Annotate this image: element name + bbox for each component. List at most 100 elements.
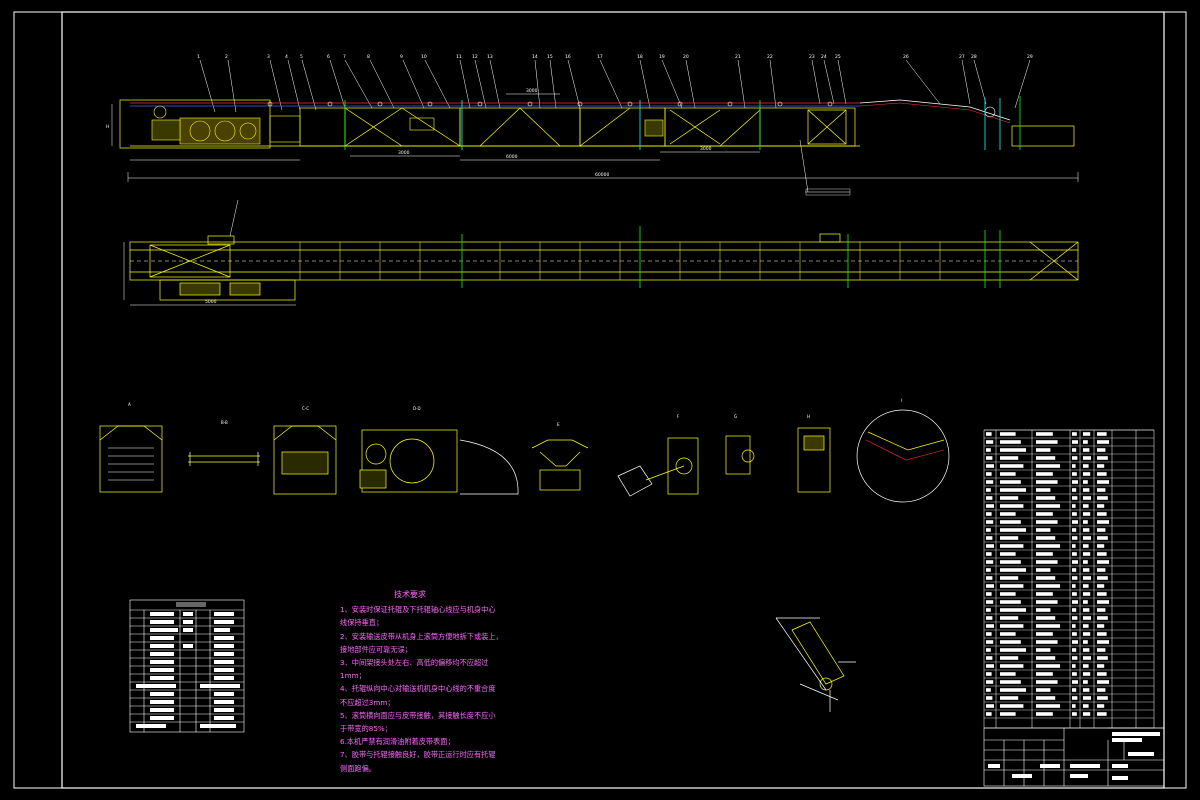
parts-cell xyxy=(986,448,991,452)
parts-cell xyxy=(1000,696,1019,700)
tech-line: 1、安装时保证托辊及下托辊轴心线应与机身中心 xyxy=(340,605,496,615)
parts-cell xyxy=(1083,456,1091,460)
parts-cell xyxy=(1036,496,1056,500)
parts-cell xyxy=(1072,504,1076,508)
parts-cell xyxy=(1000,672,1016,676)
parts-cell xyxy=(1072,672,1077,676)
parts-cell xyxy=(1097,616,1108,620)
parts-cell xyxy=(1083,608,1090,612)
parts-cell xyxy=(1072,648,1077,652)
parts-cell xyxy=(1072,616,1078,620)
parts-cell xyxy=(1036,648,1051,652)
parts-cell xyxy=(1072,608,1077,612)
parts-cell xyxy=(1097,496,1108,500)
svg-text:26: 26 xyxy=(903,54,909,60)
parts-cell xyxy=(1036,632,1053,636)
parts-cell xyxy=(986,712,992,716)
parts-cell xyxy=(1000,584,1024,588)
svg-text:28: 28 xyxy=(971,54,977,60)
parts-cell xyxy=(1083,704,1089,708)
parts-cell xyxy=(986,496,993,500)
parts-cell xyxy=(1083,696,1091,700)
parts-cell xyxy=(1036,624,1060,628)
parts-cell xyxy=(1072,456,1078,460)
parts-cell xyxy=(1083,616,1091,620)
parts-cell xyxy=(1036,504,1060,508)
parts-cell xyxy=(986,528,991,532)
technical-requirements: 技术要求 1、安装时保证托辊及下托辊轴心线应与机身中心 线保持垂直； 2、安装输… xyxy=(340,588,500,775)
parts-cell xyxy=(1097,648,1106,652)
parts-cell xyxy=(1083,504,1089,508)
parts-cell xyxy=(1000,648,1026,652)
parts-cell xyxy=(1000,432,1016,436)
parts-cell xyxy=(1036,592,1053,596)
parts-cell xyxy=(1097,448,1106,452)
parts-cell xyxy=(1000,560,1021,564)
section-views xyxy=(99,409,950,503)
parts-cell xyxy=(1000,552,1016,556)
parts-cell xyxy=(1083,648,1090,652)
svg-text:9: 9 xyxy=(400,54,403,60)
parts-cell xyxy=(1000,632,1016,636)
parts-cell xyxy=(1036,568,1051,572)
parts-cell xyxy=(1000,656,1019,660)
parts-cell xyxy=(1083,688,1090,692)
parts-cell xyxy=(1097,680,1109,684)
parts-cell xyxy=(1000,472,1016,476)
parts-cell xyxy=(1072,688,1077,692)
parts-cell xyxy=(986,584,994,588)
parts-cell xyxy=(1000,608,1026,612)
parts-cell xyxy=(1000,528,1026,532)
parts-cell xyxy=(1083,624,1089,628)
svg-text:C-C: C-C xyxy=(302,406,309,411)
parts-cell xyxy=(1072,632,1077,636)
parts-cell xyxy=(986,648,991,652)
parts-cell xyxy=(1083,576,1091,580)
parts-list-rows xyxy=(984,429,1154,719)
parts-cell xyxy=(1036,712,1053,716)
parts-cell xyxy=(1072,512,1077,516)
parts-cell xyxy=(1072,480,1078,484)
title-block-cells xyxy=(988,732,1160,780)
parameter-table-cells xyxy=(136,602,240,728)
parts-cell xyxy=(1072,560,1078,564)
parts-cell xyxy=(1097,656,1108,660)
parts-cell xyxy=(1072,520,1078,524)
parts-cell xyxy=(1097,440,1109,444)
svg-text:H: H xyxy=(106,124,109,130)
parts-cell xyxy=(1036,616,1056,620)
parts-cell xyxy=(1036,448,1051,452)
parts-cell xyxy=(1000,664,1024,668)
parts-cell xyxy=(986,480,994,484)
svg-text:27: 27 xyxy=(959,54,965,60)
parts-cell xyxy=(1083,592,1091,596)
tech-line: 6.本机严禁有润滑油附着皮带表面； xyxy=(340,737,455,747)
parts-cell xyxy=(1083,664,1089,668)
parts-cell xyxy=(1036,536,1056,540)
parts-cell xyxy=(1072,552,1077,556)
parts-cell xyxy=(1000,488,1026,492)
parts-cell xyxy=(1000,496,1019,500)
tech-line: 5、滚筒横向面应与皮带接触，其接触长度不应小 xyxy=(340,710,496,720)
parts-cell xyxy=(1036,528,1051,532)
parts-cell xyxy=(1036,576,1056,580)
parts-cell xyxy=(1083,600,1088,604)
svg-text:14: 14 xyxy=(532,54,538,60)
parts-cell xyxy=(986,464,994,468)
parts-cell xyxy=(1083,472,1091,476)
parts-cell xyxy=(986,616,993,620)
parts-cell xyxy=(1083,528,1090,532)
parts-cell xyxy=(1000,512,1016,516)
parts-cell xyxy=(1083,656,1091,660)
parts-cell xyxy=(986,520,994,524)
plan-view: 5000 xyxy=(123,199,1079,306)
parts-cell xyxy=(1072,448,1077,452)
parts-cell xyxy=(986,536,993,540)
tech-line: 线保持垂直； xyxy=(340,618,384,628)
parts-cell xyxy=(1083,480,1088,484)
parts-cell xyxy=(1072,592,1077,596)
parts-cell xyxy=(1072,712,1077,716)
parts-cell xyxy=(1072,432,1077,436)
parts-cell xyxy=(986,552,992,556)
parts-cell xyxy=(986,576,993,580)
